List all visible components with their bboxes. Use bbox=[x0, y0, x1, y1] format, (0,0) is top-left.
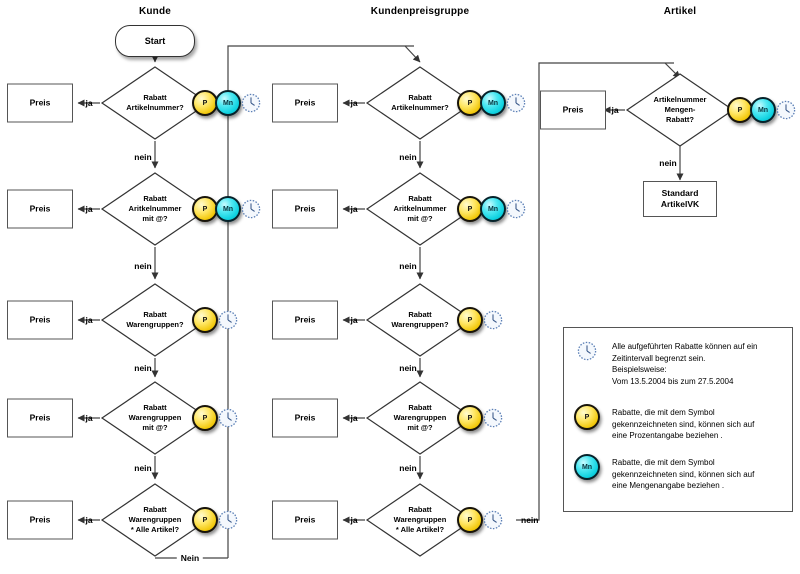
edge-label-nein-loop: Nein bbox=[176, 553, 204, 563]
quantity-badge-icon: Mn bbox=[215, 196, 241, 222]
edge-label-ja: ja bbox=[611, 105, 619, 115]
edge-label-nein: nein bbox=[399, 463, 417, 473]
edge-label-ja: ja bbox=[350, 315, 358, 325]
edge-label-ja: ja bbox=[85, 413, 93, 423]
legend-text: Alle aufgeführten Rabatte können auf ein… bbox=[612, 342, 758, 386]
clock-icon bbox=[506, 199, 526, 219]
lane-title-kunde: Kunde bbox=[138, 6, 172, 17]
percent-badge-glyph: P bbox=[574, 404, 600, 430]
clock-icon bbox=[483, 310, 503, 330]
preis-box[interactable]: Preis bbox=[7, 398, 73, 438]
preis-box[interactable]: Preis bbox=[272, 189, 338, 229]
preis-box[interactable]: Preis bbox=[540, 90, 606, 130]
clock-icon bbox=[218, 510, 238, 530]
edge-label-ja: ja bbox=[85, 515, 93, 525]
percent-badge-icon: P bbox=[192, 507, 218, 533]
edge-label-ja: ja bbox=[350, 204, 358, 214]
edge-label-nein: nein bbox=[134, 152, 152, 162]
clock-icon bbox=[483, 510, 503, 530]
quantity-badge-icon: Mn bbox=[215, 90, 241, 116]
edge-label-ja: ja bbox=[85, 98, 93, 108]
edge-label-ja: ja bbox=[350, 98, 358, 108]
clock-icon bbox=[218, 408, 238, 428]
preis-box[interactable]: Preis bbox=[7, 189, 73, 229]
quantity-badge-glyph: Mn bbox=[574, 454, 600, 480]
percent-badge-icon: P bbox=[192, 405, 218, 431]
lane-title-artikel: Artikel bbox=[663, 6, 697, 17]
edge-label-nein-to-artikel: nein bbox=[521, 515, 539, 525]
clock-icon bbox=[576, 340, 600, 364]
preis-box[interactable]: Preis bbox=[272, 500, 338, 540]
percent-badge-icon: P bbox=[192, 307, 218, 333]
quantity-badge-icon: Mn bbox=[574, 454, 600, 480]
edge-label-ja: ja bbox=[350, 413, 358, 423]
edge-label-nein: nein bbox=[134, 463, 152, 473]
edge-label-ja: ja bbox=[85, 204, 93, 214]
quantity-badge-icon: Mn bbox=[480, 90, 506, 116]
start-terminator[interactable]: Start bbox=[115, 25, 195, 57]
clock-icon bbox=[241, 93, 261, 113]
edge-label-nein: nein bbox=[399, 152, 417, 162]
preis-box[interactable]: Preis bbox=[272, 300, 338, 340]
edge-label-nein: nein bbox=[399, 363, 417, 373]
preis-box[interactable]: Preis bbox=[272, 83, 338, 123]
clock-icon bbox=[241, 199, 261, 219]
edge-label-ja: ja bbox=[85, 315, 93, 325]
legend-panel: Alle aufgeführten Rabatte können auf ein… bbox=[563, 327, 793, 512]
preis-box[interactable]: Preis bbox=[7, 83, 73, 123]
edge-label-ja: ja bbox=[350, 515, 358, 525]
clock-icon bbox=[483, 408, 503, 428]
quantity-badge-icon: Mn bbox=[750, 97, 776, 123]
clock-icon bbox=[506, 93, 526, 113]
preis-box[interactable]: Preis bbox=[272, 398, 338, 438]
percent-badge-icon: P bbox=[457, 405, 483, 431]
edge-label-nein: nein bbox=[659, 158, 677, 168]
quantity-badge-icon: Mn bbox=[480, 196, 506, 222]
preis-box[interactable]: Preis bbox=[7, 300, 73, 340]
percent-badge-icon: P bbox=[457, 507, 483, 533]
clock-icon bbox=[218, 310, 238, 330]
edge-label-nein: nein bbox=[399, 261, 417, 271]
clock-icon bbox=[776, 100, 796, 120]
lane-title-kundenpreisgruppe: Kundenpreisgruppe bbox=[370, 6, 470, 17]
edge-label-nein: nein bbox=[134, 261, 152, 271]
preis-box[interactable]: Preis bbox=[7, 500, 73, 540]
legend-item-clock: Alle aufgeführten Rabatte können auf ein… bbox=[576, 340, 782, 387]
edge-label-nein: nein bbox=[134, 363, 152, 373]
percent-badge-icon: P bbox=[192, 90, 218, 116]
percent-badge-icon: P bbox=[457, 307, 483, 333]
percent-badge-icon: P bbox=[574, 404, 600, 430]
